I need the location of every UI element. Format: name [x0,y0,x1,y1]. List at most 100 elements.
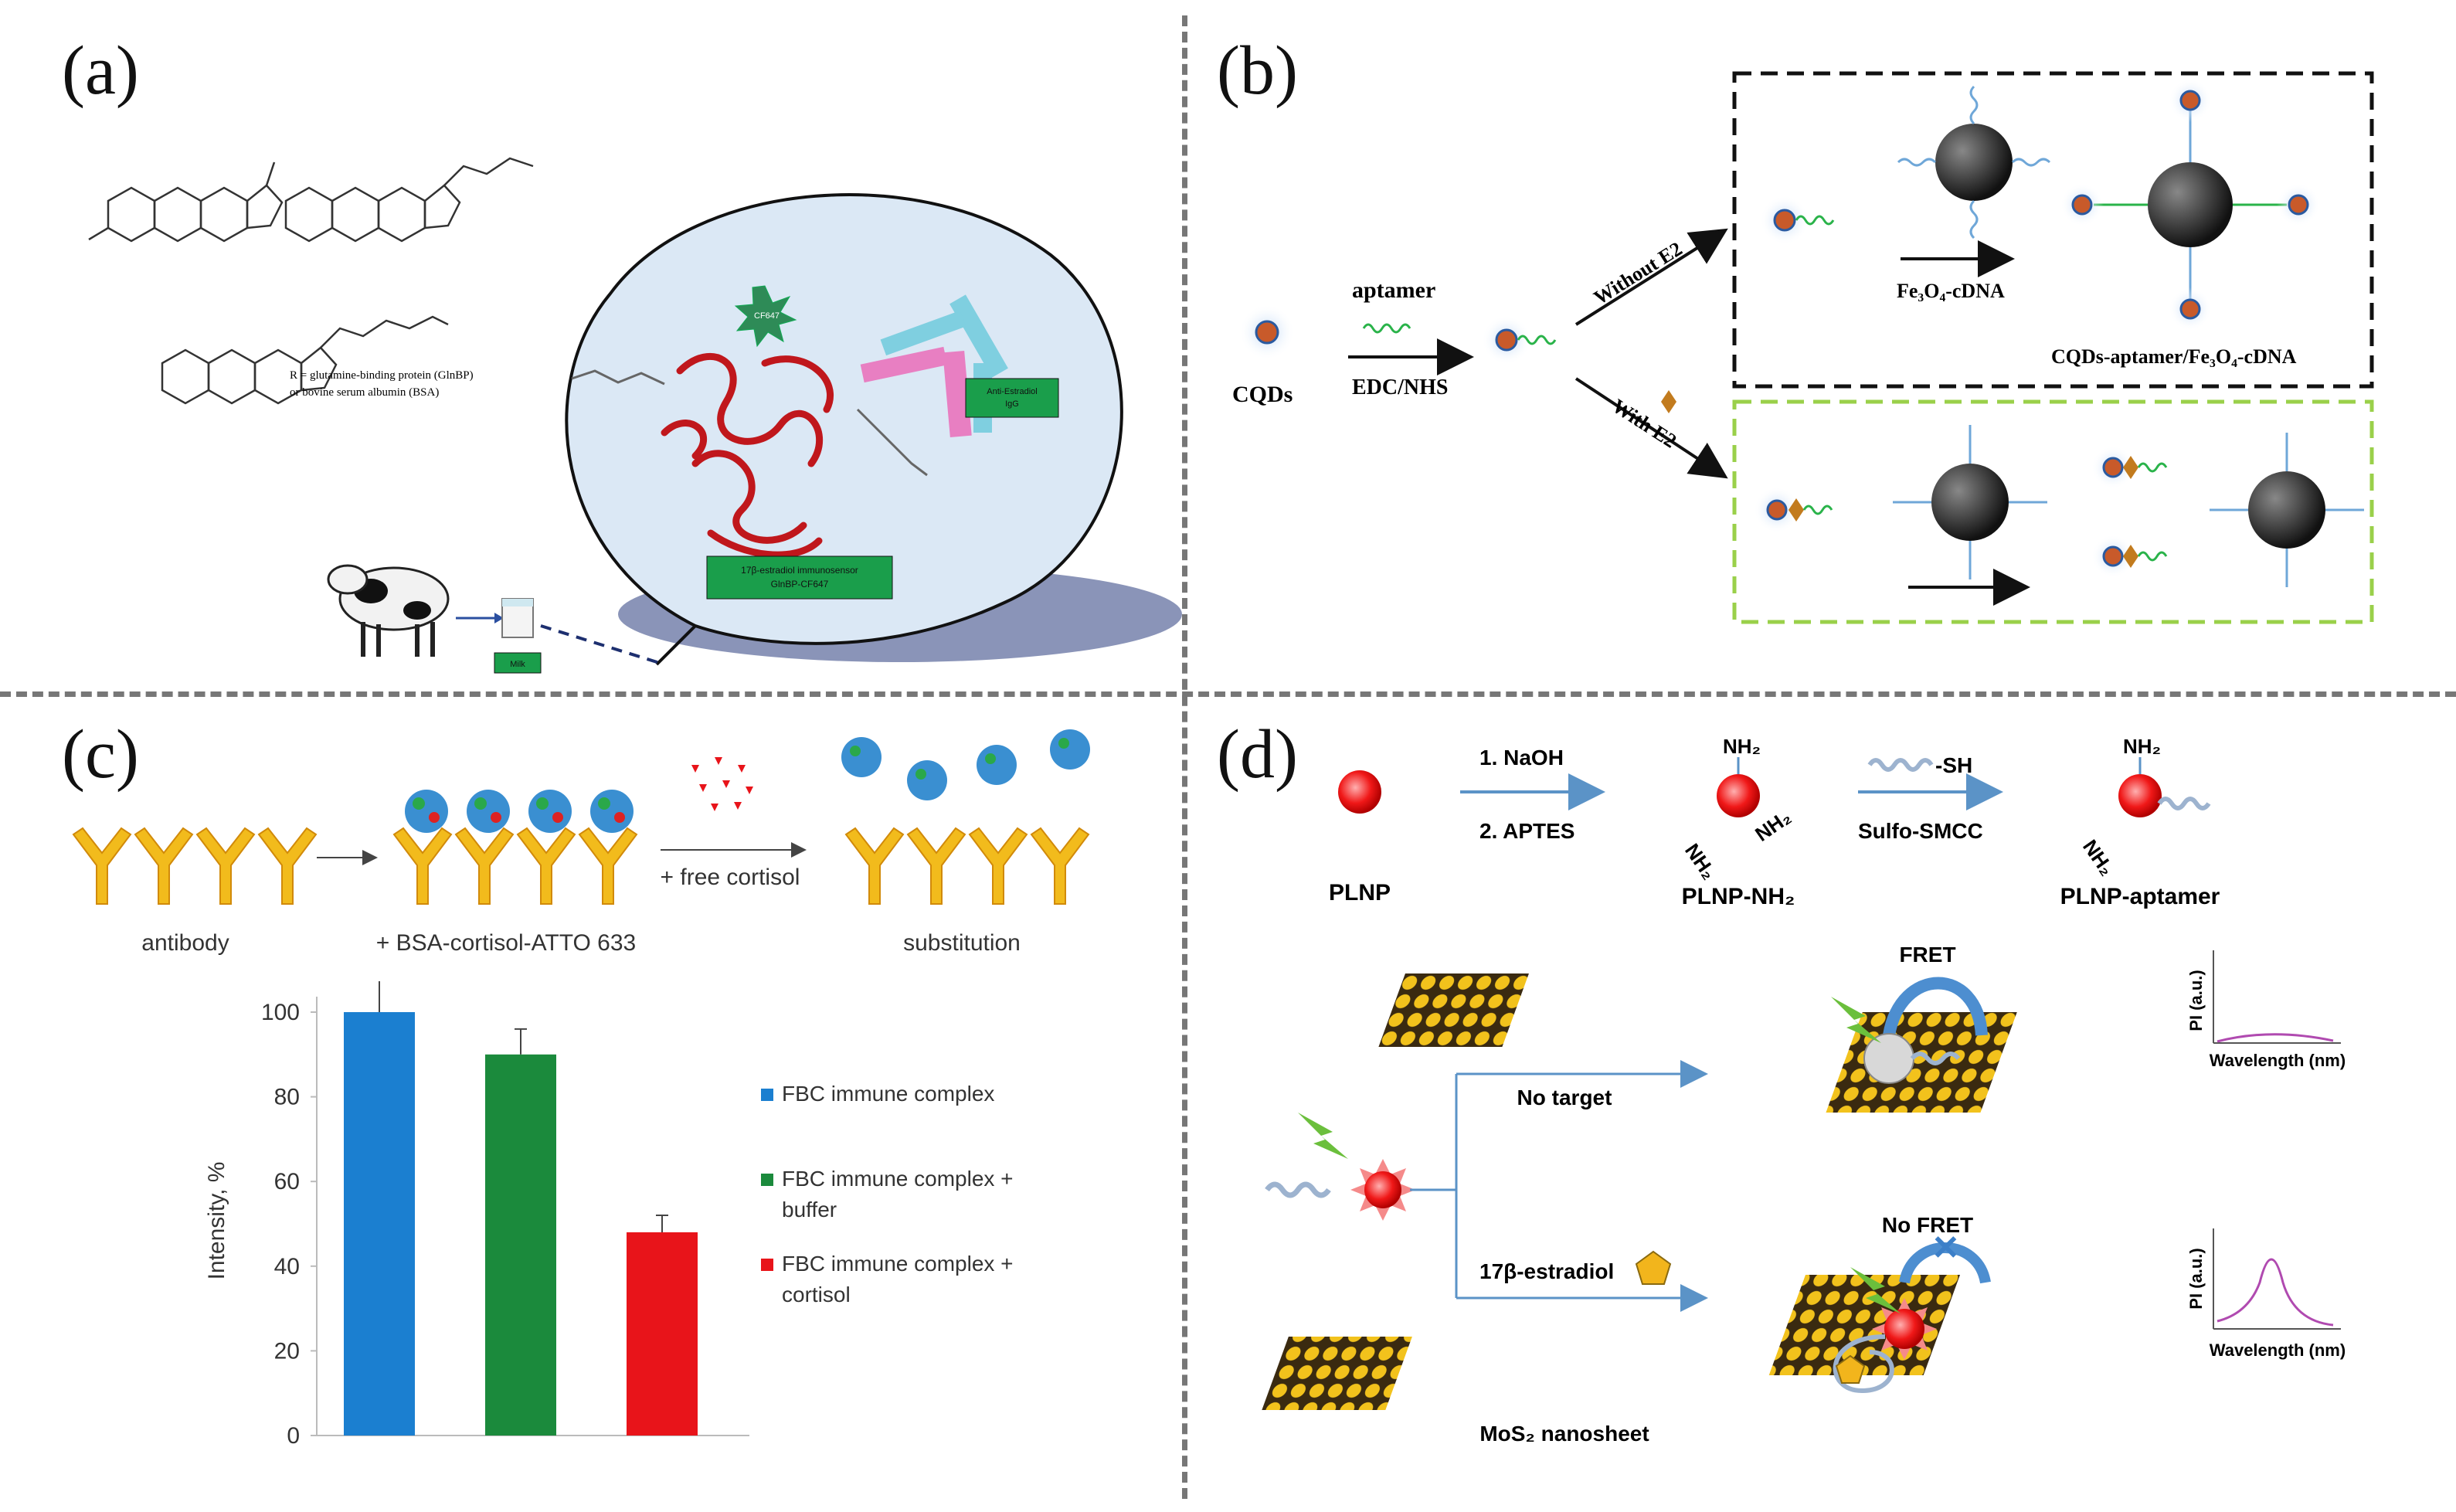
nofret-particle-icon [1884,1309,1924,1349]
milk-to-bubble-dashed [540,624,665,666]
with-e2-box [1732,399,2374,624]
panel-d-diagram: PLNP 1. NaOH 2. APTES NH₂ NH₂ NH₂ PLNP-N… [1262,735,2346,1446]
cqds-label: CQDs [1232,382,1293,407]
step3-label: substitution [903,930,1021,956]
ligand-right-icon [856,408,928,477]
aptamer-wave-icon [1362,323,1411,334]
panel-a-label: (a) [62,32,139,109]
fe3o4-free-icon [2248,471,2325,549]
quenched-particle-icon [1863,1033,1914,1084]
bar-2 [485,1054,556,1436]
legend-label-2-line2: buffer [782,1198,837,1221]
fe3o4-lower-strands-icon [1893,425,2047,579]
fluorophore-star-icon [734,285,797,348]
fe3o4-lower-icon [1931,464,2009,541]
wavelength-label-2: Wavelength (nm) [2210,1340,2346,1360]
speech-bubble [565,193,1123,666]
pl-axis-label-2: PI (a.u.) [2186,1248,2206,1309]
wrapped-aptamer-icon [1833,1334,1894,1394]
antibody-row-3-icon [844,827,1090,905]
spectrum-emission-icon [2213,1228,2341,1330]
cqd-upper-icon [1773,209,1796,232]
y-tick-label: 80 [274,1085,300,1110]
bound-estradiol-icon [1835,1354,1866,1384]
y-tick-label: 40 [274,1254,300,1279]
r-group-text-2: or bovine serum albumin (BSA) [290,386,439,399]
nofret-bolt-icon [1850,1267,1901,1313]
sh-label: -SH [1935,753,1972,777]
aptamer-label: aptamer [1352,277,1435,303]
error-bar-1 [379,981,380,1012]
cqd-upper-strand-icon [1795,215,1835,226]
e2-molecule-icon [1661,390,1676,413]
complex-cqds-icon [2060,79,2320,331]
free-cortisol-icon [691,757,753,811]
immunosensor-label-1: 17β-estradiol immunosensor [741,565,858,576]
milk-label-box [494,652,542,674]
fe3o4-free-strands-icon [2210,433,2364,587]
antibody-row-2-icon [392,827,638,905]
fluor-label: CF647 [754,311,780,321]
with-e2-arrow [1574,377,1728,479]
fret-bolt-icon [1831,997,1881,1043]
legend-label-3-line2: cortisol [782,1283,851,1306]
panel-d-label: (d) [1217,716,1298,793]
milk-label: Milk [510,660,525,669]
fe3o4-strand-top-icon [1969,85,1979,125]
edc-label: EDC/NHS [1352,375,1448,399]
legend-label-2: FBC immune complex + [782,1167,1014,1191]
antibody-label-2: IgG [1005,399,1019,409]
immunosensor-label-box [706,556,893,600]
error-bar-3 [656,1215,668,1232]
without-e2-label: Without E2 [1590,237,1687,309]
complex-particle-icon [2148,162,2233,247]
panel-a-diagram: R = glutamine-binding protein (GlnBP) or… [88,157,1182,674]
fret-strand-icon [1910,1052,1961,1065]
released-cqds-icon [2091,446,2168,578]
aptes-label: 2. APTES [1479,819,1574,843]
no-fret-label: No FRET [1882,1213,1973,1237]
nh2-left-label: NH₂ [1680,839,1721,883]
vertical-divider [1182,15,1187,1499]
cqd-aptamer-strand-icon [1517,335,1557,345]
panel-c-label: (c) [62,716,139,793]
nh2-right-label: NH₂ [1751,805,1795,846]
bar-3 [627,1232,698,1436]
without-e2-arrow [1574,228,1728,326]
excitation-bolt-icon [1298,1113,1348,1159]
plnp-label: PLNP [1329,880,1391,906]
panel-b-diagram: CQDs aptamer EDC/NHS Without E2 With E2 … [1232,71,2374,624]
block-x-icon: ✕ [1931,1229,1960,1267]
probe-particle-icon [1364,1171,1401,1208]
fret-arc-icon [1883,977,1988,1037]
panel-b-label: (b) [1217,32,1298,109]
mos2-bottom-icon [1262,1337,1412,1410]
sulfo-label: Sulfo-SMCC [1858,819,1983,843]
plnp-aptamer-particle-icon [2118,774,2162,817]
y-tick-label: 60 [274,1169,300,1194]
fe3o4-strand-bottom-icon [1969,199,1979,240]
sh-strand-icon [1867,758,1934,772]
ligand-left-icon [571,369,665,386]
estradiol-pentagon-icon [1635,1250,1672,1285]
nofret-arc-icon [1899,1242,1991,1284]
y-tick-label: 20 [274,1338,300,1364]
estradiol-label: 17β-estradiol [1479,1259,1614,1283]
legend-swatch-1 [761,1089,773,1101]
cqd-dot-icon [1255,320,1279,345]
antibody-icon [860,294,1008,438]
probe-strand-icon [1265,1181,1331,1198]
r-group-text-1: R = glutamine-binding protein (GlnBP) [290,369,474,382]
naoh-label: 1. NaOH [1479,746,1564,770]
fret-label: FRET [1899,943,1955,967]
error-bar-2 [515,1028,527,1055]
antibody-row-1-icon [72,827,318,905]
pl-axis-label-1: PI (a.u.) [2186,970,2206,1031]
y-tick-label: 0 [287,1423,300,1449]
legend-swatch-2 [761,1174,773,1186]
antibody-label-1: Anti-Estradiol [987,387,1037,396]
horizontal-divider [0,691,2456,697]
cqd-lower-strand-icon [1802,505,1833,515]
e2-bound-icon [1788,498,1804,522]
